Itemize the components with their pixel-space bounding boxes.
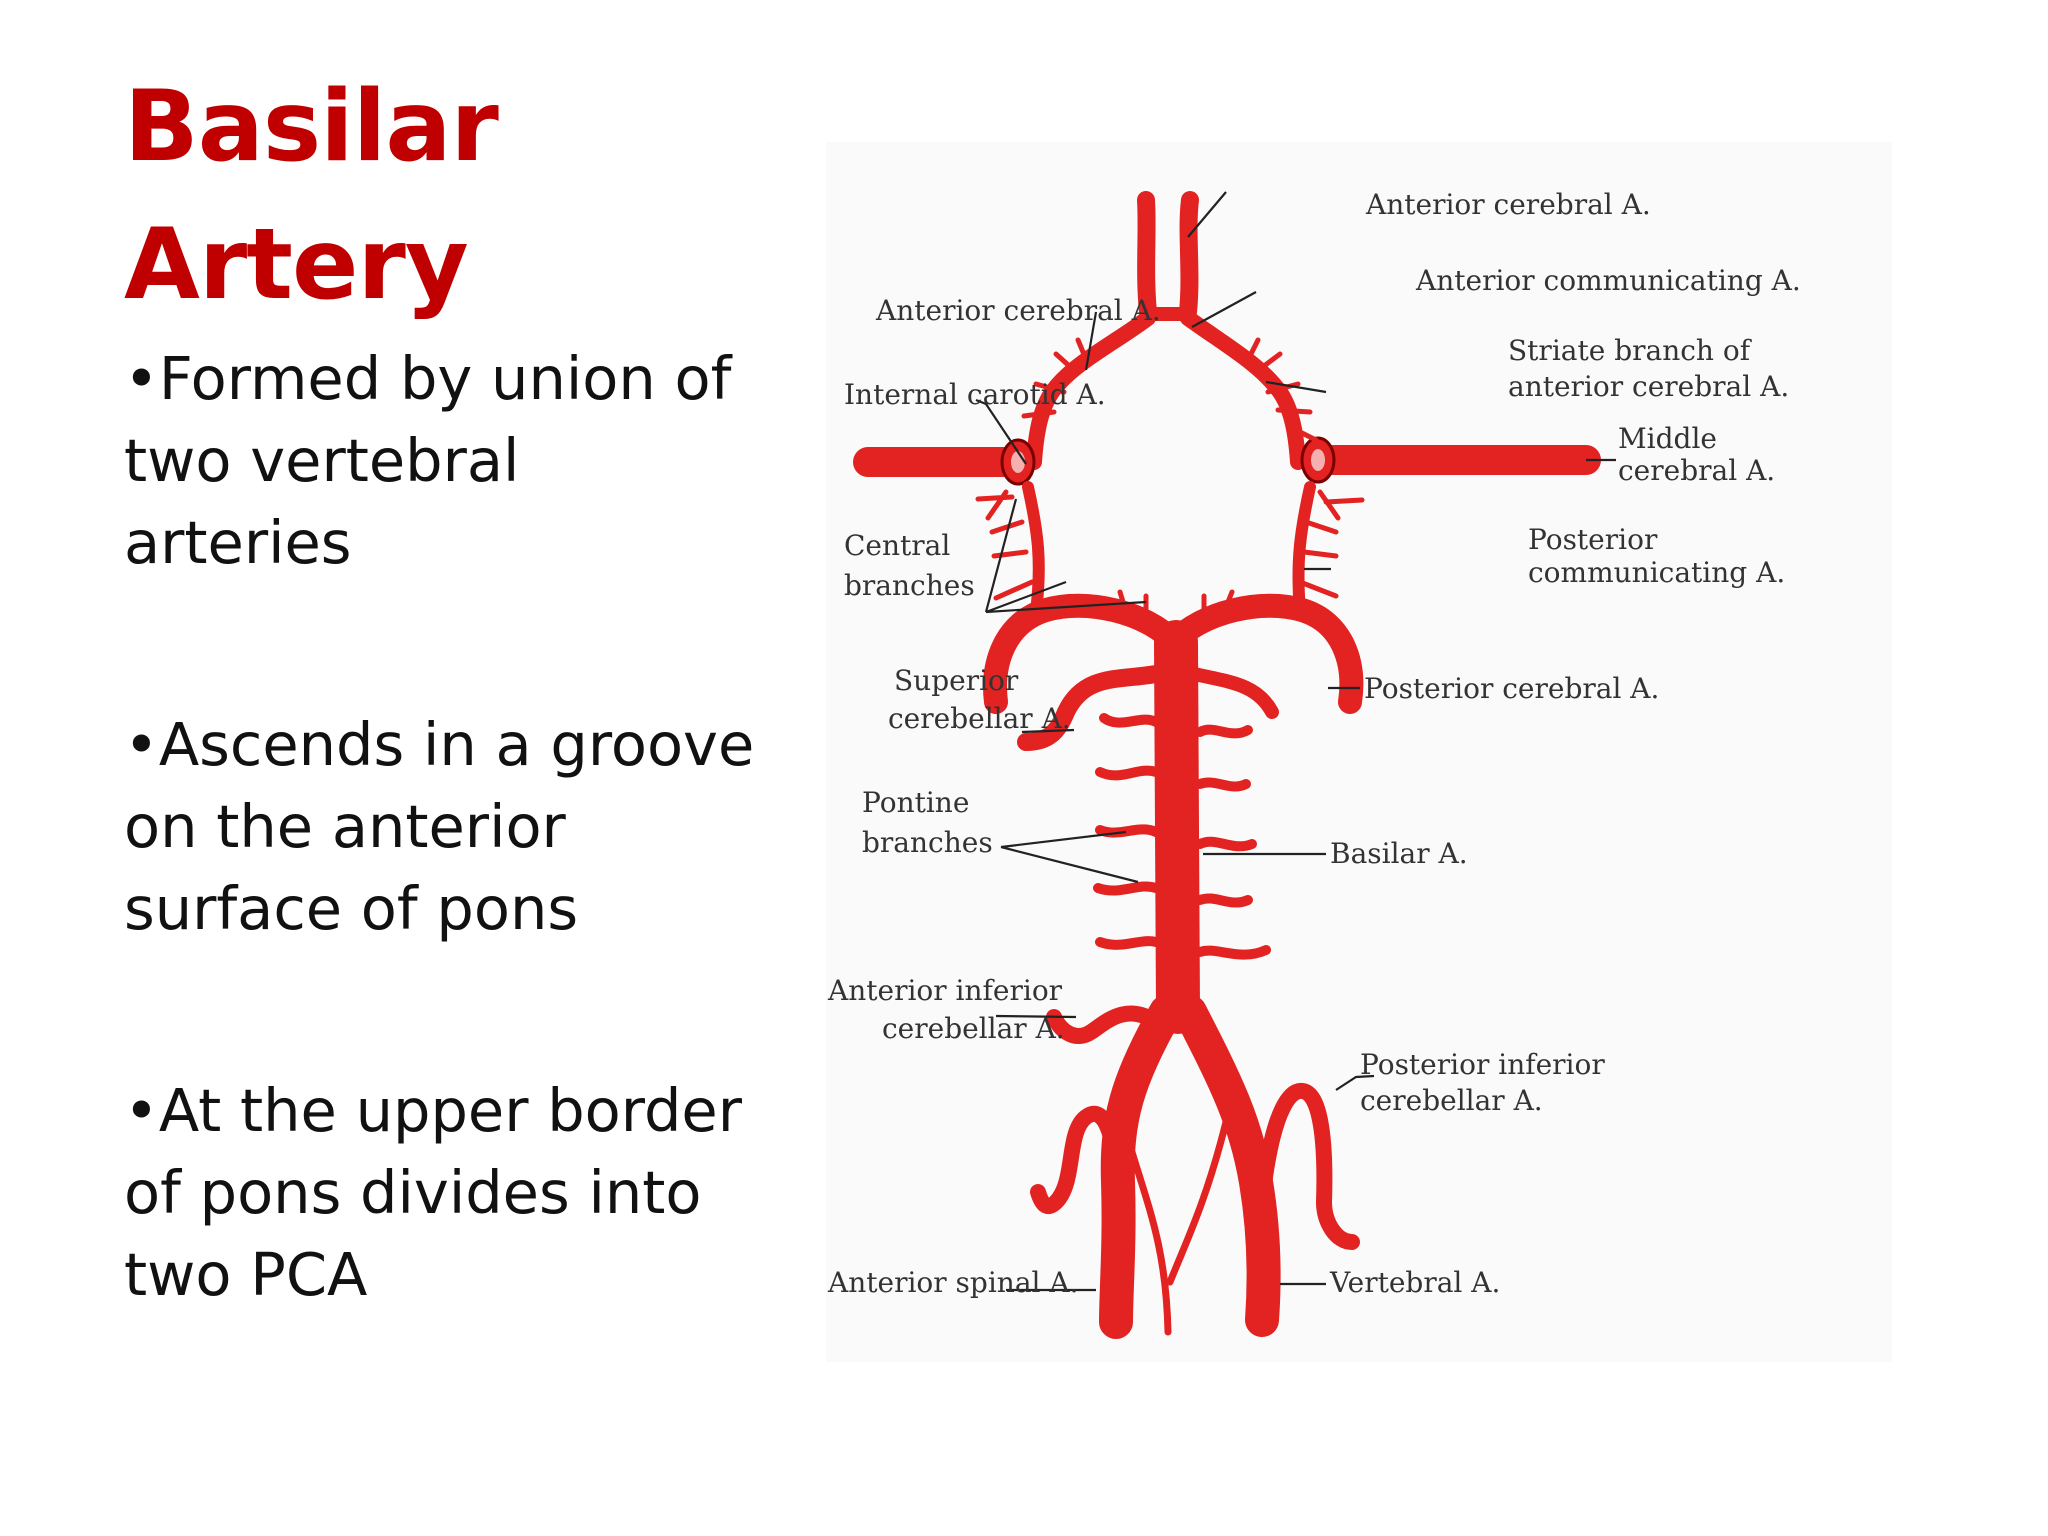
label-anterior-cerebral-top: Anterior cerebral A. (1365, 188, 1651, 221)
label-pica-1: Posterior inferior (1360, 1048, 1605, 1081)
posterior-cerebral-artery-left (983, 593, 1186, 714)
arterial-diagram-svg: Anterior cerebral A. Anterior communicat… (827, 188, 1801, 1339)
label-central-1: Central (844, 529, 950, 562)
internal-carotid-lumen-right (1311, 449, 1325, 471)
label-pontine-1: Pontine (862, 786, 969, 819)
anterior-spinal-artery (1122, 1118, 1230, 1336)
striate-branches-left (1021, 337, 1091, 419)
label-posterior-communicating-2: communicating A. (1528, 556, 1785, 589)
arterial-diagram: Anterior cerebral A. Anterior communicat… (826, 142, 1892, 1362)
pontine-branches (1093, 713, 1271, 960)
vertebral-artery-right (1173, 995, 1281, 1337)
label-striate-1: Striate branch of (1508, 334, 1753, 367)
a1-segment-left (1026, 310, 1156, 470)
posterior-inferior-cerebellar-artery-left (1030, 1106, 1126, 1215)
posterior-cerebral-artery-right (1162, 593, 1364, 714)
diagram-labels: Anterior cerebral A. Anterior communicat… (827, 188, 1801, 1299)
central-branches-right (1297, 489, 1365, 599)
bullet-item: Formed by union of two vertebral arterie… (124, 338, 764, 584)
anterior-cerebral-artery-left (1137, 191, 1157, 321)
superior-cerebellar-artery-left (1017, 663, 1175, 751)
label-central-2: branches (844, 569, 975, 602)
label-anterior-spinal: Anterior spinal A. (827, 1266, 1079, 1299)
slide-title: Basilar Artery (124, 58, 644, 334)
label-vertebral: Vertebral A. (1329, 1266, 1500, 1299)
label-pica-2: cerebellar A. (1360, 1084, 1543, 1117)
central-branches-left (975, 489, 1035, 601)
a1-segment-right (1180, 310, 1306, 470)
bullet-item: At the upper border of pons divides into… (124, 1070, 764, 1316)
posterior-communicating-artery-right (1292, 481, 1316, 618)
striate-branches-right (1243, 337, 1319, 443)
label-basilar: Basilar A. (1330, 837, 1468, 870)
superior-cerebellar-artery-right (1179, 665, 1279, 719)
posterior-inferior-cerebellar-artery-right (1254, 1083, 1360, 1250)
label-aica-2: cerebellar A. (882, 1012, 1065, 1045)
label-middle-cerebral-2: cerebral A. (1618, 454, 1775, 487)
label-pontine-2: branches (862, 826, 993, 859)
posterior-communicating-artery-left (1022, 481, 1045, 618)
internal-carotid-lumen-left (1011, 451, 1025, 473)
label-middle-cerebral-1: Middle (1618, 422, 1717, 455)
leader-lines (975, 191, 1616, 1292)
artery-drawing (853, 191, 1601, 1339)
bullet-list: Formed by union of two vertebral arterie… (124, 338, 764, 1436)
bifurcation-branches (1091, 589, 1235, 621)
anterior-inferior-cerebellar-artery (1046, 1005, 1164, 1044)
label-posterior-communicating-1: Posterior (1528, 523, 1658, 556)
label-anterior-communicating: Anterior communicating A. (1415, 264, 1801, 297)
title-line-1: Basilar (124, 70, 499, 184)
label-striate-2: anterior cerebral A. (1508, 370, 1789, 403)
basilar-artery-trunk (1154, 620, 1200, 1034)
label-internal-carotid: Internal carotid A. (844, 378, 1106, 411)
label-aica-1: Anterior inferior (827, 974, 1063, 1007)
label-superior-cerebellar-1: Superior (894, 664, 1019, 697)
label-superior-cerebellar-2: cerebellar A. (888, 702, 1071, 735)
bullet-item: Ascends in a groove on the anterior surf… (124, 704, 764, 950)
label-anterior-cerebral-left: Anterior cerebral A. (875, 294, 1161, 327)
title-line-2: Artery (124, 208, 469, 322)
anterior-cerebral-artery-right (1179, 191, 1199, 321)
label-posterior-cerebral: Posterior cerebral A. (1364, 672, 1659, 705)
